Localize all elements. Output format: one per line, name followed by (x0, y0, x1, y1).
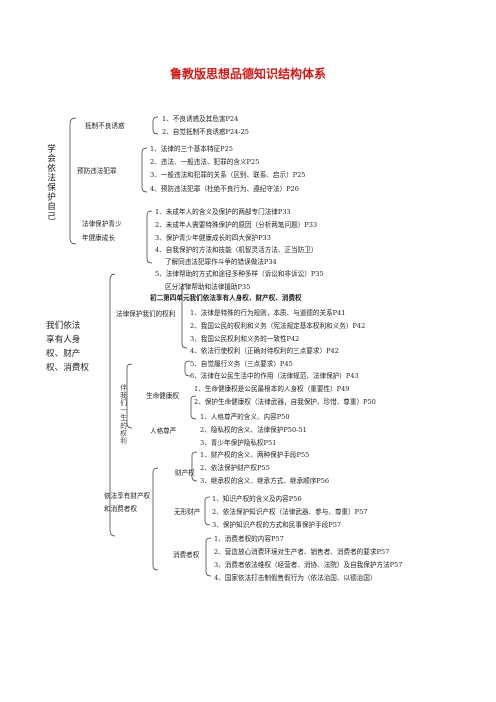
list-item: 2、依法保护财产权P55 (200, 464, 270, 472)
list-item: 1、法律是特殊的行为规则，本质、与道德的关系P41 (190, 309, 346, 317)
list-item: 2、自觉抵制不良诱惑P24-25 (162, 128, 249, 136)
part2-root-line3: 权、财产 (46, 349, 81, 359)
list-item: 5、自觉履行义务（三点要求）P45 (190, 360, 293, 368)
section-label-youth-line1: 法律保护青少 (82, 220, 122, 228)
list-item: 2、营造放心消费环境对生产者、销售者、消费者的要求P57 (214, 548, 390, 556)
section-label-consumer: 消费者权 (173, 551, 200, 559)
list-item: 1、消费者权的内容P57 (214, 535, 284, 543)
list-item: 2、我国公民的权利和义务（宪法规定基本权利和义务）P42 (190, 322, 366, 330)
list-item: 1、生命健康权是公民最根本的人身权（重要性）P49 (194, 385, 350, 393)
list-item: 3、我国公民权利和义务的一致性P42 (190, 335, 300, 343)
list-item: 区分法律帮助和法律援助P35 (165, 283, 251, 291)
list-item: 1、财产权的含义、两种保护手段P55 (200, 451, 310, 459)
list-item: 1、法律的三个基本特征P25 (150, 145, 233, 153)
list-item: 3、继承权的含义、继承方式、继承顺序P56 (200, 477, 330, 485)
section-label-dignity: 人格尊严 (150, 427, 177, 435)
section-label-property-line2: 和消费者权 (104, 505, 137, 513)
list-item: 2、违法、一般违法、犯罪的含义P25 (150, 158, 260, 166)
list-item: 1、未成年人的含义及保护的两部专门法律P33 (155, 208, 291, 216)
part2-root-line4: 权、消费权 (46, 363, 89, 373)
list-item: 2、隐私权的含义、法律保护P50-51 (200, 426, 307, 434)
page-title: 鲁教版思想品德知识结构体系 (169, 67, 326, 81)
list-item: 3、保护知识产权的方式和民事保护手段P57 (212, 521, 342, 529)
section-label-tangible: 财产权 (175, 469, 195, 477)
list-item: 3、一般违法和犯罪的关系（区别、联系、启示）P25 (150, 171, 306, 179)
list-item: 1、人格尊严的含义、内容P50 (200, 413, 290, 421)
list-item: 3、青少年保护隐私权P51 (200, 439, 277, 447)
list-item: 2、依法保护知识产权（法律武器、参与、尊重）P57 (212, 508, 368, 516)
list-item: 1、知识产权的含义及内容P56 (212, 495, 302, 503)
list-item: 4、国家依法打击制假售假行为（依法治国、以德治国） (214, 574, 377, 582)
life-rights-vertical: 伴我们一生的权利 (118, 384, 127, 445)
section-label-property-line1: 依法享有财产权 (104, 492, 151, 500)
part2-root-line1: 我们依法 (46, 321, 81, 331)
section-label-protect: 法律保护我们的权利 (116, 310, 176, 318)
list-item: 3、消费者依法维权（经营者、消协、法院）及自我保护方法P57 (214, 561, 403, 569)
part2-heading: 初二第四单元我们依法享有人身权、财产权、消费权 (150, 294, 302, 302)
list-item: 4、预防违法犯罪（杜绝不良行为、遵纪守法）P26 (150, 185, 299, 193)
list-item: 1、不良诱惑及其危害P24 (162, 115, 239, 123)
list-item: 4、依法行使权利（正确对待权利的三点要求）P42 (190, 347, 339, 355)
list-item: 6、法律在公民生活中的作用（法律规范、法律保护）P43 (190, 372, 359, 380)
section-label-resist: 抵制不良诱惑 (85, 122, 125, 130)
list-item: 2、保护生命健康权（法律武器，自我保护、珍惜、尊重）P50 (194, 398, 376, 406)
list-item: 2、未成年人需要特殊保护的原因（分析两笔问题）P33 (155, 221, 318, 229)
list-item: 了解同违法犯罪作斗争的错误做法P34 (165, 258, 277, 266)
section-label-youth-line2: 年健康成长 (82, 234, 115, 242)
section-label-intangible: 无形财产 (174, 508, 201, 516)
section-label-prevent: 预防违法犯罪 (77, 167, 117, 175)
list-item: 3、保护青少年健康成长的四大保护P33 (155, 234, 271, 242)
section-label-health: 生命健康权 (146, 392, 179, 400)
part2-root-line2: 享有人身 (46, 335, 81, 345)
list-item: 5、法律帮助的方式和途径多种多样（诉讼和非诉讼）P35 (155, 270, 324, 278)
list-item: 4、自我保护的方法和技能（机智灵活方法、正当防卫） (155, 246, 318, 254)
part1-root: 学会依法保护自己 (45, 144, 56, 221)
